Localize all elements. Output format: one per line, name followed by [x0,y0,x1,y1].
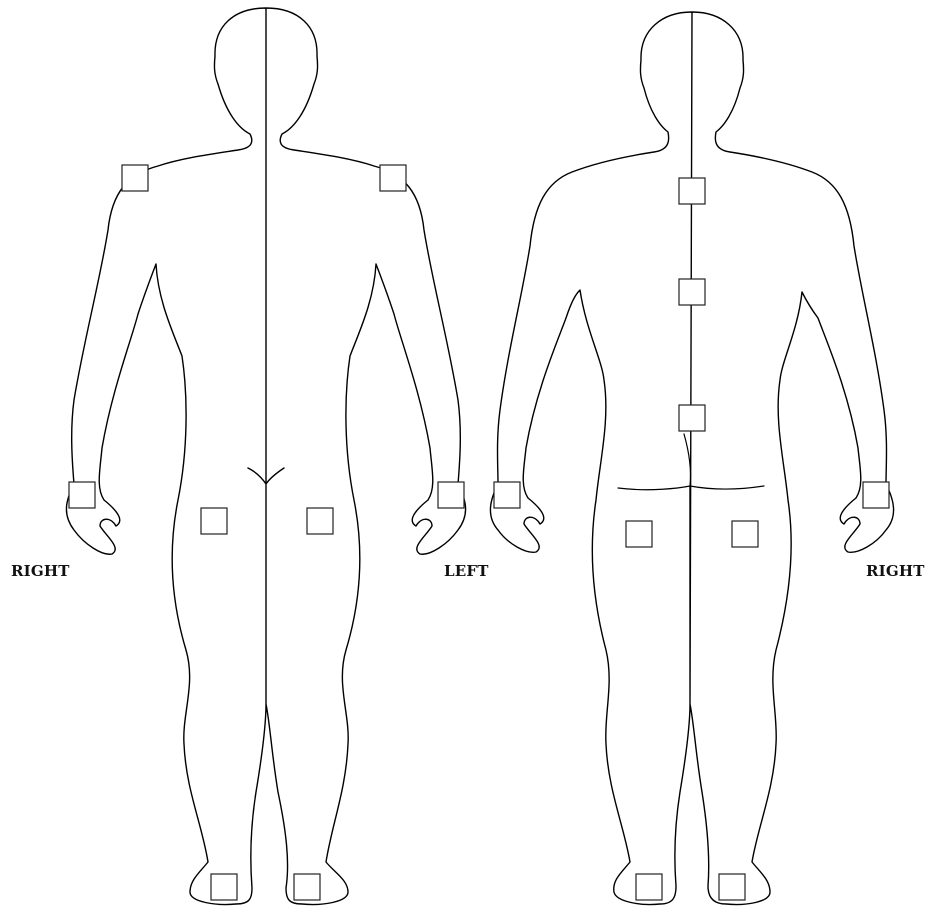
back-right-wrist-marker[interactable] [863,482,889,508]
back-right-side-label: RIGHT [866,564,925,579]
back-mid-back-marker[interactable] [679,279,705,305]
front-left-ankle-marker[interactable] [294,874,320,900]
back-left-heel-marker[interactable] [636,874,662,900]
back-body-outline [490,12,893,905]
front-body-outline [66,8,465,905]
front-right-side-label: RIGHT [11,564,70,579]
front-right-wrist-marker[interactable] [69,482,95,508]
back-right-heel-marker[interactable] [719,874,745,900]
front-right-ankle-marker[interactable] [211,874,237,900]
front-left-shoulder-marker[interactable] [380,165,406,191]
front-right-shoulder-marker[interactable] [122,165,148,191]
front-right-thigh-marker[interactable] [201,508,227,534]
back-upper-back-marker[interactable] [679,178,705,204]
front-left-wrist-marker[interactable] [438,482,464,508]
back-body-view [490,12,893,905]
back-left-wrist-marker[interactable] [494,482,520,508]
back-right-buttock-marker[interactable] [732,521,758,547]
back-lower-back-marker[interactable] [679,405,705,431]
front-left-thigh-marker[interactable] [307,508,333,534]
front-body-view [66,8,465,905]
back-spine-line [684,434,691,486]
back-left-buttock-marker[interactable] [626,521,652,547]
front-left-side-label: LEFT [444,564,489,579]
